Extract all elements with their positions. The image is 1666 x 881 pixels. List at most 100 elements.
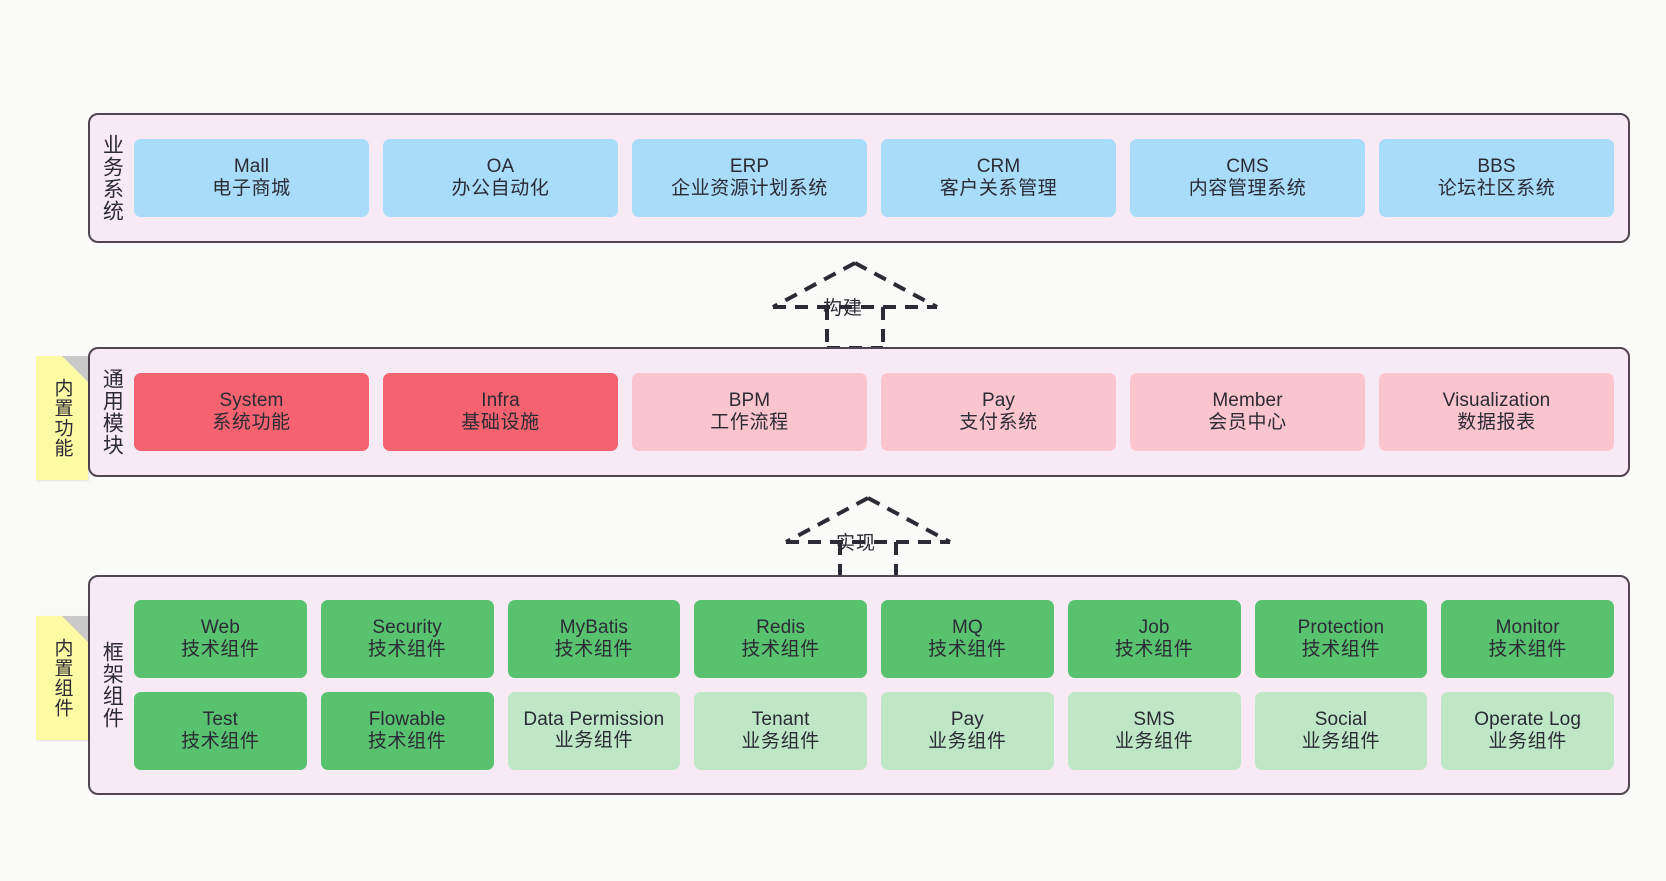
layer-common-modules: 通用模块 System 系统功能 Infra 基础设施 BPM 工作流程 Pay… xyxy=(88,347,1630,477)
sticky-note-label: 内置功能 xyxy=(51,378,73,458)
node-subtitle: 内容管理系统 xyxy=(1188,178,1307,199)
node-title: Visualization xyxy=(1442,389,1551,411)
node-subtitle: 技术组件 xyxy=(181,731,260,752)
node-subtitle: 企业资源计划系统 xyxy=(671,178,828,199)
node-title: Member xyxy=(1212,389,1283,411)
node-security[interactable]: Security 技术组件 xyxy=(320,600,494,678)
node-tenant[interactable]: Tenant 业务组件 xyxy=(694,692,867,770)
node-mall[interactable]: Mall 电子商城 xyxy=(134,139,369,217)
node-subtitle: 业务组件 xyxy=(741,731,820,752)
node-title: Social xyxy=(1314,708,1368,730)
node-cms[interactable]: CMS 内容管理系统 xyxy=(1130,139,1365,217)
node-bbs[interactable]: BBS 论坛社区系统 xyxy=(1379,139,1614,217)
node-title: Redis xyxy=(756,616,806,638)
node-social[interactable]: Social 业务组件 xyxy=(1254,692,1428,770)
node-subtitle: 系统功能 xyxy=(212,412,291,433)
node-title: Mall xyxy=(233,155,270,177)
node-subtitle: 办公自动化 xyxy=(451,178,550,199)
node-subtitle: 电子商城 xyxy=(212,178,291,199)
box-row: Web 技术组件 Security 技术组件 MyBatis 技术组件 Redi… xyxy=(134,600,1614,678)
node-erp[interactable]: ERP 企业资源计划系统 xyxy=(632,139,867,217)
node-infra[interactable]: Infra 基础设施 xyxy=(383,373,618,451)
node-subtitle: 技术组件 xyxy=(554,639,634,660)
node-crm[interactable]: CRM 客户关系管理 xyxy=(881,139,1116,217)
node-job[interactable]: Job 技术组件 xyxy=(1067,600,1241,678)
node-title: Data Permission xyxy=(523,709,665,731)
node-flowable[interactable]: Flowable 技术组件 xyxy=(320,692,494,770)
node-pay-business[interactable]: Pay 业务组件 xyxy=(881,692,1054,770)
node-subtitle: 技术组件 xyxy=(1301,639,1381,660)
node-redis[interactable]: Redis 技术组件 xyxy=(694,600,867,678)
node-title: MyBatis xyxy=(559,616,629,638)
node-system[interactable]: System 系统功能 xyxy=(134,373,369,451)
node-mq[interactable]: MQ 技术组件 xyxy=(881,600,1054,678)
node-title: Monitor xyxy=(1495,616,1560,638)
node-subtitle: 论坛社区系统 xyxy=(1437,178,1556,199)
node-subtitle: 技术组件 xyxy=(1114,639,1194,660)
node-title: ERP xyxy=(729,155,770,177)
node-subtitle: 支付系统 xyxy=(959,412,1038,433)
node-subtitle: 基础设施 xyxy=(461,412,540,433)
node-subtitle: 技术组件 xyxy=(367,639,447,660)
node-test[interactable]: Test 技术组件 xyxy=(134,692,307,770)
layer-body-common-modules: System 系统功能 Infra 基础设施 BPM 工作流程 Pay 支付系统… xyxy=(132,349,1628,475)
node-subtitle: 客户关系管理 xyxy=(939,178,1058,199)
node-monitor[interactable]: Monitor 技术组件 xyxy=(1441,600,1614,678)
layer-body-business-systems: Mall 电子商城 OA 办公自动化 ERP 企业资源计划系统 CRM 客户关系… xyxy=(132,115,1628,241)
layer-body-framework-components: Web 技术组件 Security 技术组件 MyBatis 技术组件 Redi… xyxy=(132,577,1628,793)
layer-title-common-modules: 通用模块 xyxy=(100,368,124,456)
node-title: Operate Log xyxy=(1474,708,1581,730)
node-member[interactable]: Member 会员中心 xyxy=(1130,373,1365,451)
node-title: Tenant xyxy=(751,708,810,730)
connector-implement-label: 实现 xyxy=(836,533,877,554)
node-title: BBS xyxy=(1477,155,1516,177)
node-title: BPM xyxy=(728,389,771,411)
node-subtitle: 技术组件 xyxy=(741,639,820,660)
node-title: System xyxy=(219,389,284,411)
box-row: System 系统功能 Infra 基础设施 BPM 工作流程 Pay 支付系统… xyxy=(134,373,1614,451)
node-bpm[interactable]: BPM 工作流程 xyxy=(632,373,867,451)
node-subtitle: 业务组件 xyxy=(1488,731,1567,752)
node-title: OA xyxy=(486,155,515,177)
node-data-permission[interactable]: Data Permission 业务组件 xyxy=(507,692,681,770)
node-pay[interactable]: Pay 支付系统 xyxy=(881,373,1116,451)
layer-title-framework-components: 框架组件 xyxy=(100,641,124,729)
sticky-note-builtin-features: 内置功能 xyxy=(36,356,88,480)
node-subtitle: 业务组件 xyxy=(1114,731,1194,752)
connector-build-label: 构建 xyxy=(823,298,864,319)
node-subtitle: 业务组件 xyxy=(928,731,1007,752)
node-sms[interactable]: SMS 业务组件 xyxy=(1067,692,1241,770)
node-title: Security xyxy=(372,616,442,638)
layer-business-systems: 业务系统 Mall 电子商城 OA 办公自动化 ERP 企业资源计划系统 CRM… xyxy=(88,113,1630,243)
sticky-note-builtin-components: 内置组件 xyxy=(36,616,88,740)
node-subtitle: 会员中心 xyxy=(1208,412,1287,433)
node-title: MQ xyxy=(951,616,983,638)
node-protection[interactable]: Protection 技术组件 xyxy=(1254,600,1428,678)
node-title: CMS xyxy=(1226,155,1269,177)
node-subtitle: 业务组件 xyxy=(554,730,634,752)
node-title: Test xyxy=(202,708,238,730)
layer-title-business-systems: 业务系统 xyxy=(100,134,124,222)
node-title: Infra xyxy=(481,389,520,411)
node-subtitle: 技术组件 xyxy=(181,639,260,660)
node-title: Flowable xyxy=(368,708,446,730)
node-subtitle: 技术组件 xyxy=(928,639,1007,660)
node-visualization[interactable]: Visualization 数据报表 xyxy=(1379,373,1614,451)
node-title: Pay xyxy=(950,708,984,730)
node-operate-log[interactable]: Operate Log 业务组件 xyxy=(1441,692,1614,770)
box-row: Mall 电子商城 OA 办公自动化 ERP 企业资源计划系统 CRM 客户关系… xyxy=(134,139,1614,217)
sticky-fold-icon xyxy=(62,616,88,642)
layer-framework-components: 框架组件 Web 技术组件 Security 技术组件 MyBatis 技术组件… xyxy=(88,575,1630,795)
node-title: SMS xyxy=(1133,708,1175,730)
node-oa[interactable]: OA 办公自动化 xyxy=(383,139,618,217)
box-row: Test 技术组件 Flowable 技术组件 Data Permission … xyxy=(134,692,1614,770)
node-title: Job xyxy=(1138,616,1170,638)
connector-build: 构建 xyxy=(755,255,955,365)
node-subtitle: 数据报表 xyxy=(1457,412,1536,433)
node-title: Web xyxy=(200,616,240,638)
node-subtitle: 业务组件 xyxy=(1301,731,1381,752)
node-web[interactable]: Web 技术组件 xyxy=(134,600,307,678)
node-title: Pay xyxy=(981,389,1016,411)
node-mybatis[interactable]: MyBatis 技术组件 xyxy=(507,600,681,678)
